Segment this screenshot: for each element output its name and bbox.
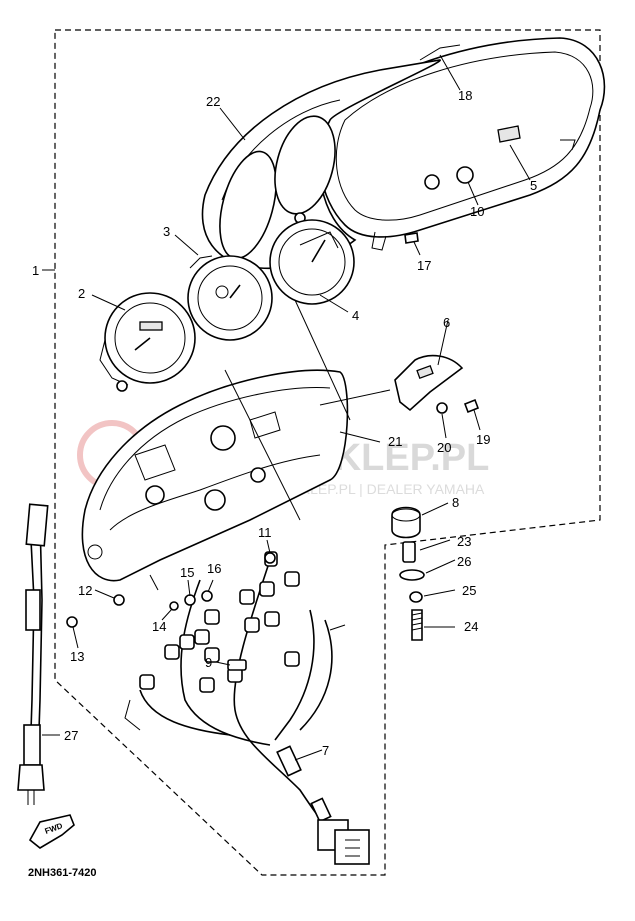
label-part-3: 3	[163, 224, 170, 239]
label-part-24: 24	[464, 619, 478, 634]
diagram-code: 2NH361-7420	[28, 867, 97, 879]
label-part-5: 5	[530, 178, 537, 193]
speedometer-cable	[17, 503, 49, 805]
label-part-14: 14	[152, 619, 166, 634]
harness-connector	[317, 819, 370, 865]
label-part-6: 6	[443, 315, 450, 330]
part-labels: 1 2 3 4 5 6 7 8 9 10 11 12 13 14 15 16 1…	[32, 88, 537, 758]
meter-lens-cover	[318, 37, 606, 251]
label-part-1: 1	[32, 263, 39, 278]
wiring-harness	[124, 551, 370, 865]
assembly-boundary	[54, 29, 601, 876]
label-part-17: 17	[417, 258, 431, 273]
label-part-20: 20	[437, 440, 451, 455]
fwd-direction-arrow: FWD	[28, 814, 75, 849]
hardware-parts	[66, 232, 480, 671]
gauge-right	[269, 219, 355, 305]
label-part-7: 7	[322, 743, 329, 758]
label-part-8: 8	[452, 495, 459, 510]
label-part-23: 23	[457, 534, 471, 549]
label-part-19: 19	[476, 432, 490, 447]
label-part-18: 18	[458, 88, 472, 103]
label-part-16: 16	[207, 561, 221, 576]
label-part-4: 4	[352, 308, 359, 323]
label-part-27: 27	[64, 728, 78, 743]
leader-lines	[42, 54, 531, 761]
label-part-26: 26	[457, 554, 471, 569]
label-part-10: 10	[470, 204, 484, 219]
gauge-center	[187, 255, 273, 341]
label-part-22: 22	[206, 94, 220, 109]
indicator-bracket	[394, 354, 464, 412]
label-part-25: 25	[462, 583, 476, 598]
label-part-15: 15	[180, 565, 194, 580]
label-part-9: 9	[205, 655, 212, 670]
meter-housing	[81, 369, 349, 591]
label-part-12: 12	[78, 583, 92, 598]
label-part-13: 13	[70, 649, 84, 664]
label-part-2: 2	[78, 286, 85, 301]
speedometer	[99, 292, 196, 392]
label-part-11: 11	[258, 525, 272, 540]
label-part-21: 21	[388, 434, 402, 449]
